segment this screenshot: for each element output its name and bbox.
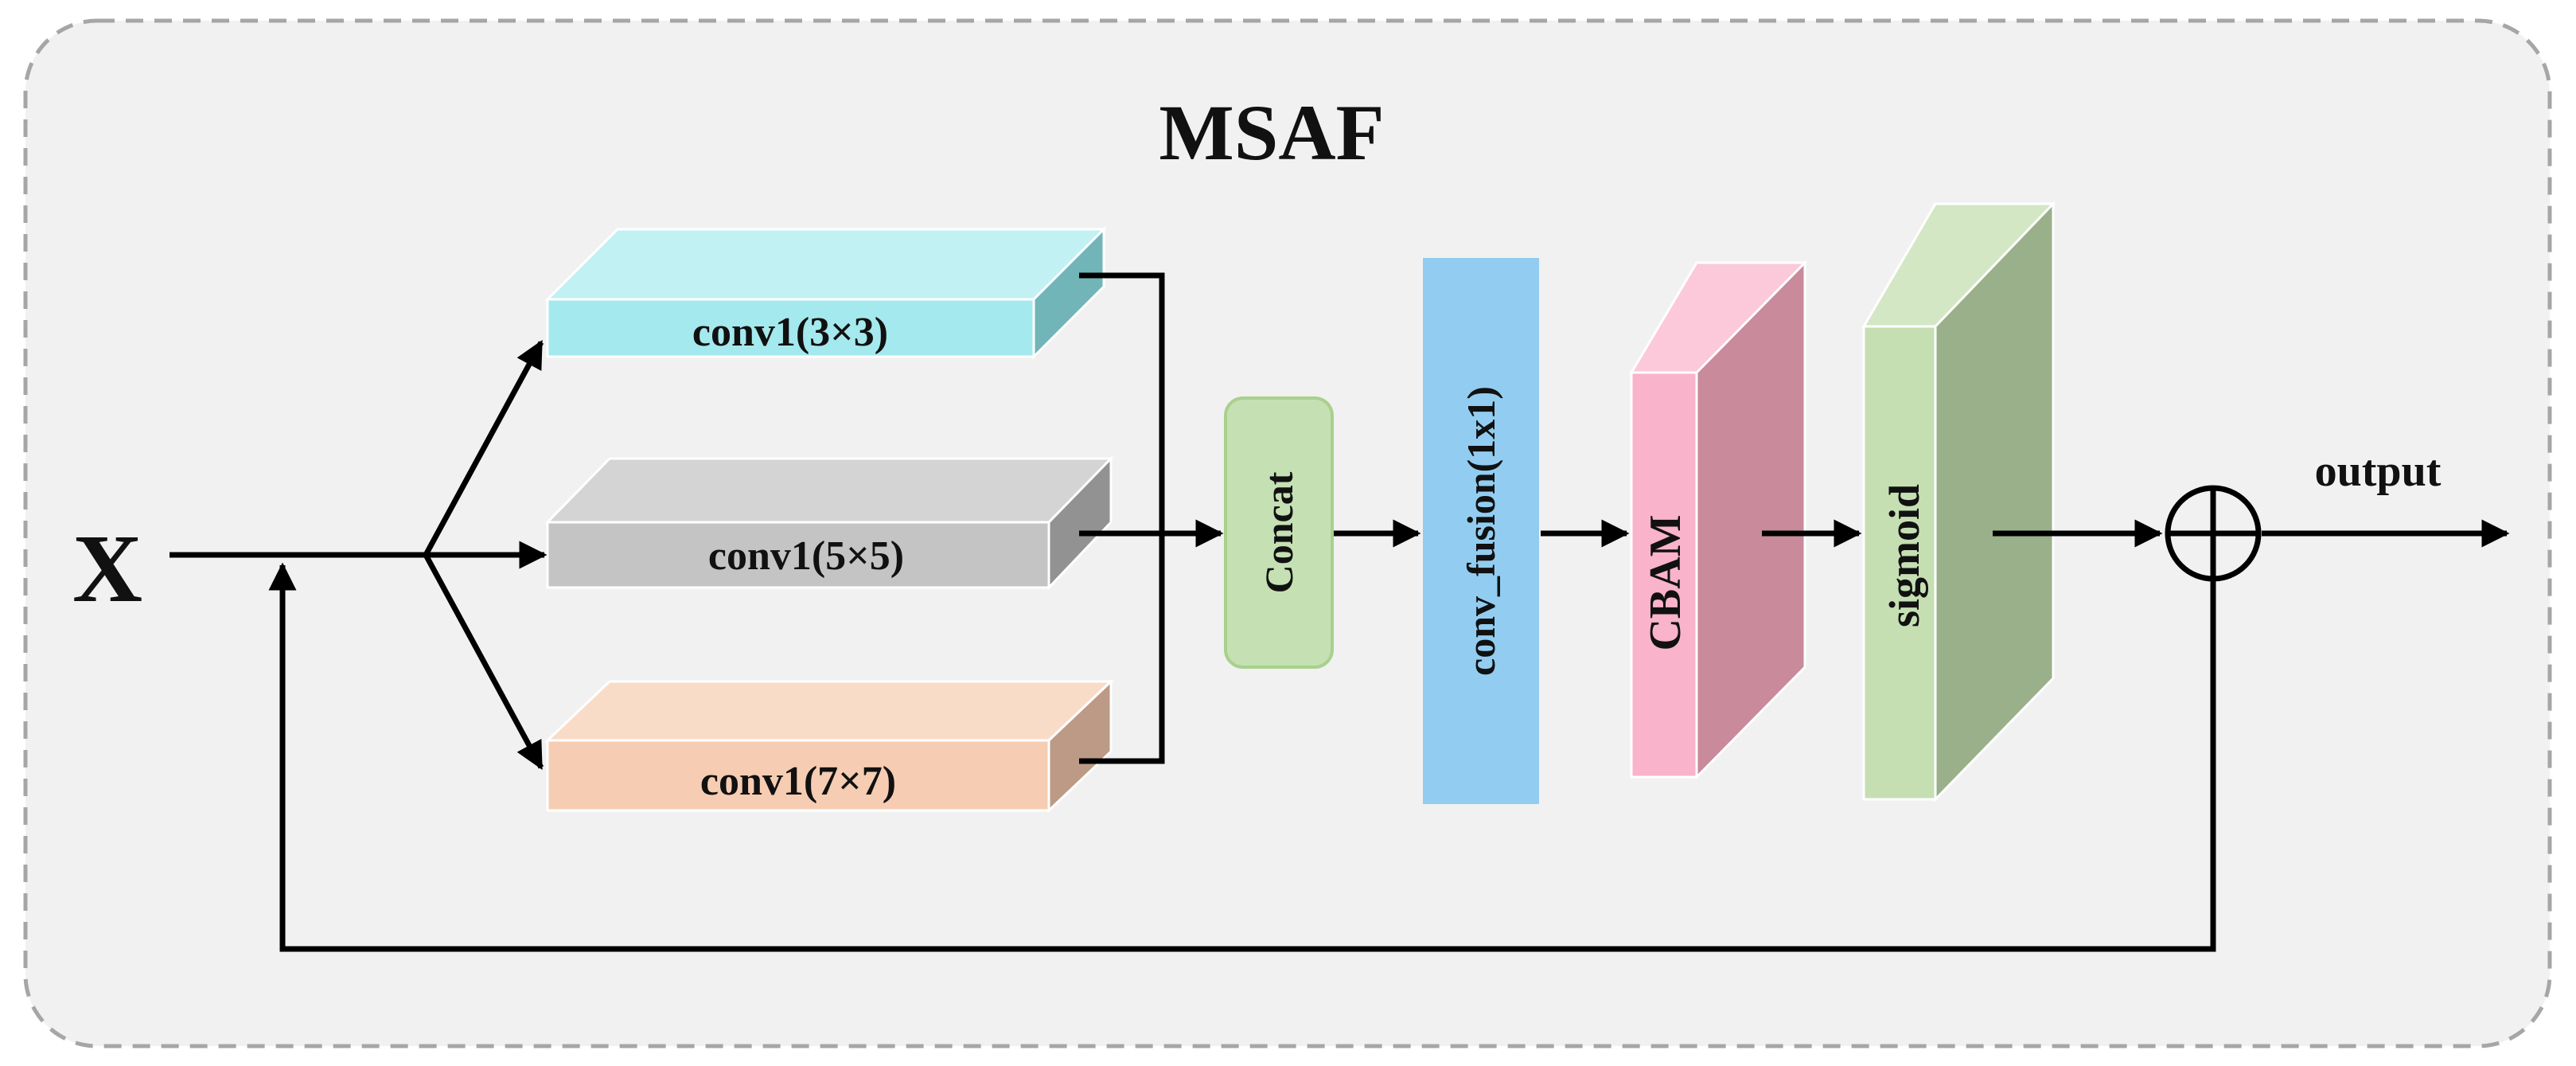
connectors [170, 272, 2510, 952]
cbam-label: CBAM [1641, 514, 1690, 650]
diagram-title: MSAF [1159, 88, 1384, 177]
concat-label: Concat [1257, 471, 1301, 593]
add-node [2165, 485, 2262, 582]
input-label: X [72, 515, 142, 623]
conv3x3-block: conv1(3×3) [544, 226, 1107, 360]
merge-top [1079, 272, 1165, 764]
cbam-block: CBAM [1629, 260, 1807, 780]
conv-fusion-block: conv_fusion(1x1) [1423, 258, 1539, 804]
arrow-to-conv3x3 [423, 339, 544, 556]
conv3x3-label: conv1(3×3) [692, 310, 888, 355]
conv7x7-label: conv1(7×7) [700, 759, 896, 804]
sigmoid-label: sigmoid [1880, 484, 1928, 627]
arrow-to-conv7x7 [423, 553, 544, 771]
conv7x7-block: conv1(7×7) [544, 678, 1114, 814]
output-label: output [2315, 447, 2442, 496]
conv5x5-block: conv1(5×5) [544, 455, 1114, 591]
sigmoid-block: sigmoid [1861, 201, 2056, 802]
conv5x5-label: conv1(5×5) [708, 533, 904, 579]
conv-fusion-label: conv_fusion(1x1) [1459, 386, 1503, 676]
concat-block: Concat [1224, 396, 1334, 669]
residual-path [268, 562, 2216, 952]
